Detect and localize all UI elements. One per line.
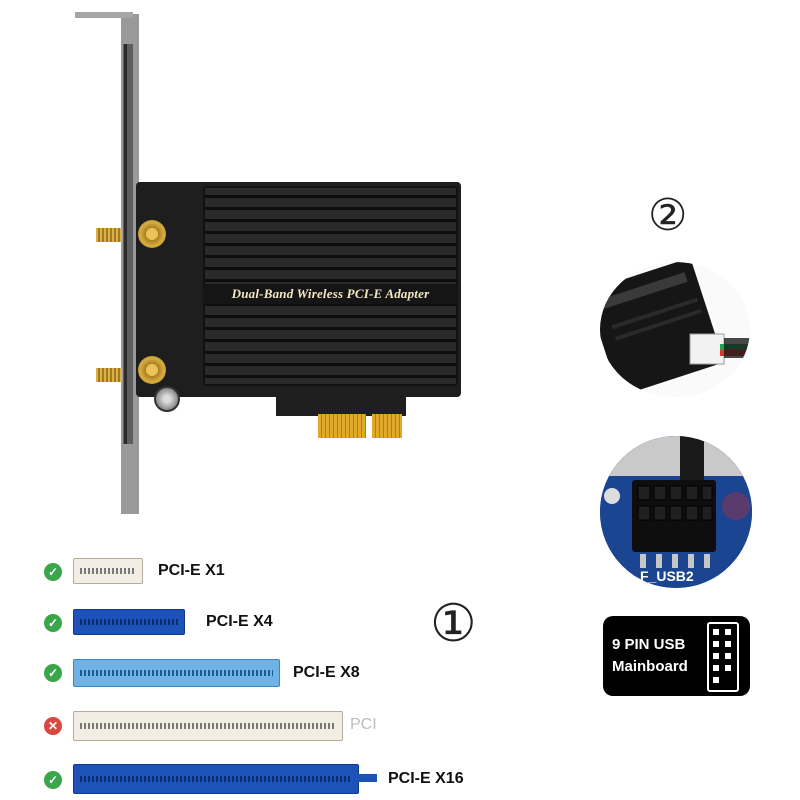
antenna-connector-icon: [138, 220, 166, 248]
antenna-thread-icon: [96, 368, 122, 382]
usb-badge-line2: Mainboard: [612, 658, 688, 675]
slot-label: PCI-E X16: [388, 770, 464, 787]
pin-header-icon: [707, 622, 739, 692]
check-icon: ✓: [44, 563, 62, 581]
metal-bracket: [121, 14, 139, 514]
bracket-tab: [75, 12, 133, 18]
pci-slot: [73, 711, 343, 741]
screw-icon: [154, 386, 180, 412]
antenna-thread-icon: [96, 228, 122, 242]
pcie-x16-slot: [73, 764, 359, 794]
board-edge: [276, 384, 406, 416]
antenna-connector-icon: [138, 356, 166, 384]
usb-badge-text: 9 PIN USB Mainboard: [612, 634, 688, 678]
check-icon: ✓: [44, 614, 62, 632]
motherboard-header-photo: F_USB2: [600, 436, 752, 588]
gold-contacts-b: [372, 414, 402, 438]
pcie-x4-slot: [73, 609, 185, 635]
cross-icon: ✕: [44, 717, 62, 735]
slot-label: PCI-E X1: [158, 562, 225, 579]
check-icon: ✓: [44, 664, 62, 682]
header-label: F_USB2: [640, 568, 694, 584]
slot-label: PCI-E X4: [206, 613, 273, 630]
marker-one: ①: [430, 594, 477, 654]
pcie-x8-slot: [73, 659, 280, 687]
slot-label: PCI-E X8: [293, 664, 360, 681]
slot-latch: [355, 774, 377, 782]
cable-connection-photo: [600, 262, 750, 397]
gold-contacts-a: [318, 414, 366, 438]
pcie-x1-slot: [73, 558, 143, 584]
card-label: Dual-Band Wireless PCI-E Adapter: [203, 284, 458, 304]
check-icon: ✓: [44, 771, 62, 789]
slot-label: PCI: [350, 716, 377, 733]
marker-two: ②: [648, 190, 688, 241]
usb-badge-line1: 9 PIN USB: [612, 636, 686, 653]
